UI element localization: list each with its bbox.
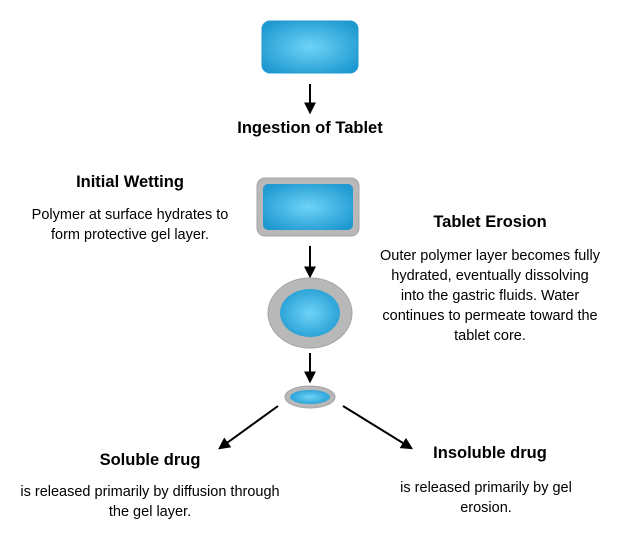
wetted-tablet-core (263, 184, 353, 230)
soluble-drug-description: is released primarily by diffusion throu… (20, 484, 280, 520)
tablet-erosion-description: Outer polymer layer becomes fully hydrat… (380, 248, 600, 344)
arrow-to-insoluble-drug (342, 405, 414, 450)
insoluble-drug-description: is released primarily by gel erosion. (400, 480, 572, 516)
remnant-tablet-core (290, 390, 330, 404)
initial-wetting-title: Initial Wetting (76, 173, 184, 191)
intact-tablet (261, 20, 359, 74)
tablet-erosion-title: Tablet Erosion (433, 213, 547, 231)
ingestion-title: Ingestion of Tablet (237, 119, 383, 137)
arrow-to-soluble-drug (218, 405, 279, 450)
initial-wetting-description: Polymer at surface hydrates to form prot… (31, 207, 229, 243)
soluble-drug-title: Soluble drug (99, 451, 201, 469)
insoluble-drug-title: Insoluble drug (433, 444, 547, 462)
eroding-tablet-core (280, 289, 340, 337)
